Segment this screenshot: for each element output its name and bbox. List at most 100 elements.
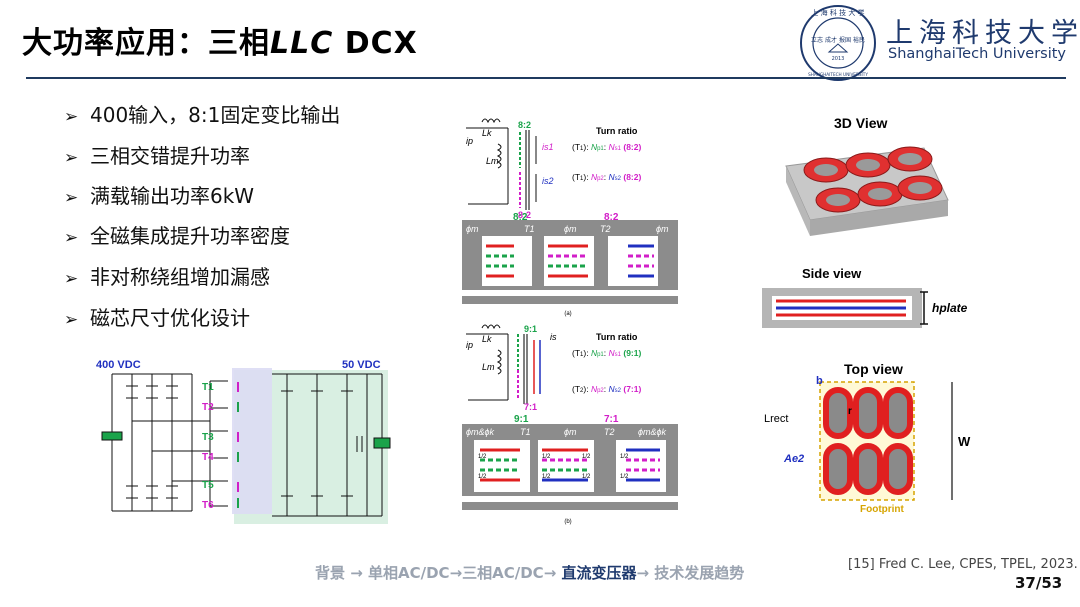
figure-b-caption: (b) — [564, 519, 571, 525]
bullet-item: ➢满载输出功率6kW — [64, 184, 255, 208]
core-window — [544, 236, 594, 286]
page-number: 37/53 — [1015, 574, 1063, 592]
half-turn-label: 1/2 — [620, 474, 629, 480]
title-main: 大功率应用：三相 — [22, 26, 270, 61]
core-gap — [462, 290, 678, 296]
is-label: is — [550, 332, 557, 342]
turn-ratio-eq2: (T1): Np2: Ns2 (8:2) — [572, 172, 641, 182]
lk-label: Lk — [482, 334, 492, 344]
ip-label: ip — [466, 136, 473, 146]
turn-ratio-title: Turn ratio — [596, 332, 638, 342]
core-ratio-right: 8:2 — [604, 212, 619, 223]
view-3d-title: 3D View — [834, 115, 888, 131]
three-phase-llc-circuit: 400 VDC 50 VDC T1 T2 T3 T4 T5 T6 — [96, 359, 391, 524]
half-turn-label: 1/2 — [542, 454, 551, 460]
core-window — [474, 440, 530, 492]
half-turn-label: 1/2 — [620, 454, 629, 460]
current-section: 直流变压器 — [561, 564, 637, 582]
half-turn-label: 1/2 — [582, 474, 591, 480]
transformer-label: T3 — [202, 432, 214, 443]
logo-english-name: ShanghaiTech University — [888, 46, 1067, 62]
output-voltage-label: 50 VDC — [342, 359, 381, 371]
transformer-label: T2 — [202, 402, 214, 413]
bullet-item: ➢全磁集成提升功率密度 — [64, 224, 290, 248]
r-label: r — [848, 406, 852, 417]
core-ratio-left: 8:2 — [513, 212, 528, 223]
half-turn-label: 1/2 — [542, 474, 551, 480]
core-window — [608, 236, 658, 286]
lk-label: Lk — [482, 128, 492, 138]
core-plate-side — [810, 200, 948, 236]
seal-top-text: 上 海 科 技 大 学 — [811, 8, 864, 17]
is2-label: is2 — [542, 176, 554, 186]
ratio-bottom-label: 8:2 — [518, 210, 531, 220]
seal-bottom-text: SHANGHAITECH UNIVERSITY — [808, 72, 868, 77]
transformer-label: T1 — [202, 382, 214, 393]
arrow-bullet-icon: ➢ — [64, 228, 79, 248]
lm-label: Lm — [486, 156, 499, 166]
logo-chinese-name: 上海科技大学 — [886, 18, 1080, 49]
phi-m-label: ϕm — [656, 224, 669, 234]
t1-label: T1 — [520, 427, 531, 437]
figure-a-transformer-diagram: ip Lk Lm 8:2 8:2 is1 is2 Turn ratio (T1)… — [462, 118, 678, 317]
transformer-label: T4 — [202, 452, 214, 463]
is1-label: is1 — [542, 142, 554, 152]
lrect-label: Lrect — [764, 413, 788, 425]
bullet-item: ➢磁芯尺寸优化设计 — [64, 306, 250, 330]
t2-label: T2 — [604, 427, 615, 437]
header-divider — [26, 77, 1066, 79]
magnetic-core-views: 3D View Side view hplate Top view — [762, 115, 971, 515]
top-view-title: Top view — [844, 361, 903, 377]
phi-mk-label: ϕm&ϕk — [466, 427, 495, 437]
bullet-item: ➢400输入，8:1固定变比输出 — [64, 103, 341, 127]
core-ratio-right: 7:1 — [604, 414, 619, 425]
seal-year: 2013 — [832, 56, 845, 62]
input-voltage-label: 400 VDC — [96, 359, 141, 371]
seal-right-text: 报国 裕民 — [839, 36, 865, 44]
ratio-top-label: 9:1 — [524, 324, 537, 334]
section-breadcrumb: 背景 → 单相AC/DC→三相AC/DC→ 直流变压器→ 技术发展趋势 — [315, 564, 745, 582]
citation: [15] Fred C. Lee, CPES, TPEL, 2023. — [848, 557, 1078, 572]
turn-ratio-eq2: (T2): Np2: Ns2 (7:1) — [572, 384, 641, 394]
lm-label: Lm — [482, 362, 495, 372]
phi-mk-label: ϕm&ϕk — [638, 427, 667, 437]
core-gap — [462, 496, 678, 502]
transformer-label: T5 — [202, 480, 214, 491]
ratio-bottom-label: 7:1 — [524, 402, 537, 412]
arrow-bullet-icon: ➢ — [64, 310, 79, 330]
hplate-label: hplate — [932, 301, 968, 315]
arrow-bullet-icon: ➢ — [64, 188, 79, 208]
core-window — [616, 440, 666, 492]
phi-m-label: ϕm — [564, 427, 577, 437]
bullet-item: ➢非对称绕组增加漏感 — [64, 265, 270, 289]
title-italic: LLC — [270, 26, 334, 61]
core-window — [538, 440, 594, 492]
ip-label: ip — [466, 340, 473, 350]
transformer-label: T6 — [202, 500, 214, 511]
turn-ratio-eq1: (T1): Np1: Ns1 (9:1) — [572, 348, 641, 358]
arrow-bullet-icon: ➢ — [64, 269, 79, 289]
t1-label: T1 — [524, 224, 535, 234]
footprint-label: Footprint — [860, 504, 905, 515]
w-label: W — [958, 434, 971, 449]
half-turn-label: 1/2 — [582, 454, 591, 460]
half-turn-label: 1/2 — [478, 474, 487, 480]
turn-ratio-eq1: (T1): Np1: Ns1 (8:2) — [572, 142, 641, 152]
bullet-item: ➢三相交错提升功率 — [64, 144, 250, 168]
core-window — [482, 236, 532, 286]
page-title: 大功率应用：三相LLC DCX — [22, 18, 418, 62]
arrow-bullet-icon: ➢ — [64, 107, 79, 127]
b-label: b — [816, 375, 823, 387]
arrow-bullet-icon: ➢ — [64, 148, 79, 168]
ratio-top-label: 8:2 — [518, 120, 531, 130]
figure-a-caption: (a) — [564, 311, 571, 317]
side-view-title: Side view — [802, 266, 862, 281]
t2-label: T2 — [600, 224, 611, 234]
university-seal-icon: 上 海 科 技 大 学 立志 成才 报国 裕民 2013 SHANGHAITEC… — [800, 5, 876, 81]
title-end: DCX — [333, 26, 418, 61]
core-ratio-left: 9:1 — [514, 414, 529, 425]
half-turn-label: 1/2 — [478, 454, 487, 460]
phi-m-label: ϕm — [564, 224, 577, 234]
figure-b-transformer-diagram: ip Lk Lm 9:1 7:1 is Turn ratio (T1): Np1… — [462, 324, 678, 525]
phi-m-label: ϕm — [466, 224, 479, 234]
